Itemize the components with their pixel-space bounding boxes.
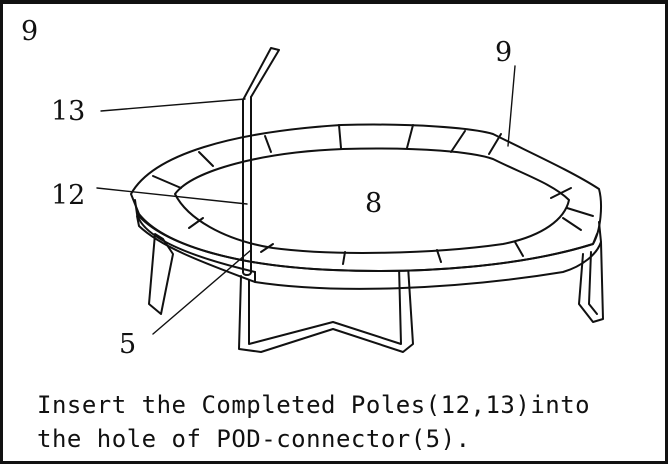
callout-pod-connector: 5 xyxy=(119,329,137,360)
callout-top-rail: 9 xyxy=(495,37,513,68)
leg-left-back xyxy=(148,233,174,315)
leader-lines xyxy=(96,65,516,335)
instruction-caption: Insert the Completed Poles(12,13)into th… xyxy=(37,388,657,456)
leg-right xyxy=(578,241,604,323)
trampoline-frame xyxy=(130,123,602,290)
pole-assembly xyxy=(242,47,280,276)
trampoline-illustration xyxy=(96,47,604,353)
callout-mat: 8 xyxy=(365,188,383,219)
step-number: 9 xyxy=(21,16,39,47)
caption-line-2: the hole of POD-connector(5). xyxy=(37,425,471,453)
callout-pole-bottom: 12 xyxy=(51,180,86,211)
caption-line-1: Insert the Completed Poles(12,13)into xyxy=(37,391,591,419)
leg-front-u xyxy=(238,265,414,353)
callout-pole-top: 13 xyxy=(51,96,86,127)
